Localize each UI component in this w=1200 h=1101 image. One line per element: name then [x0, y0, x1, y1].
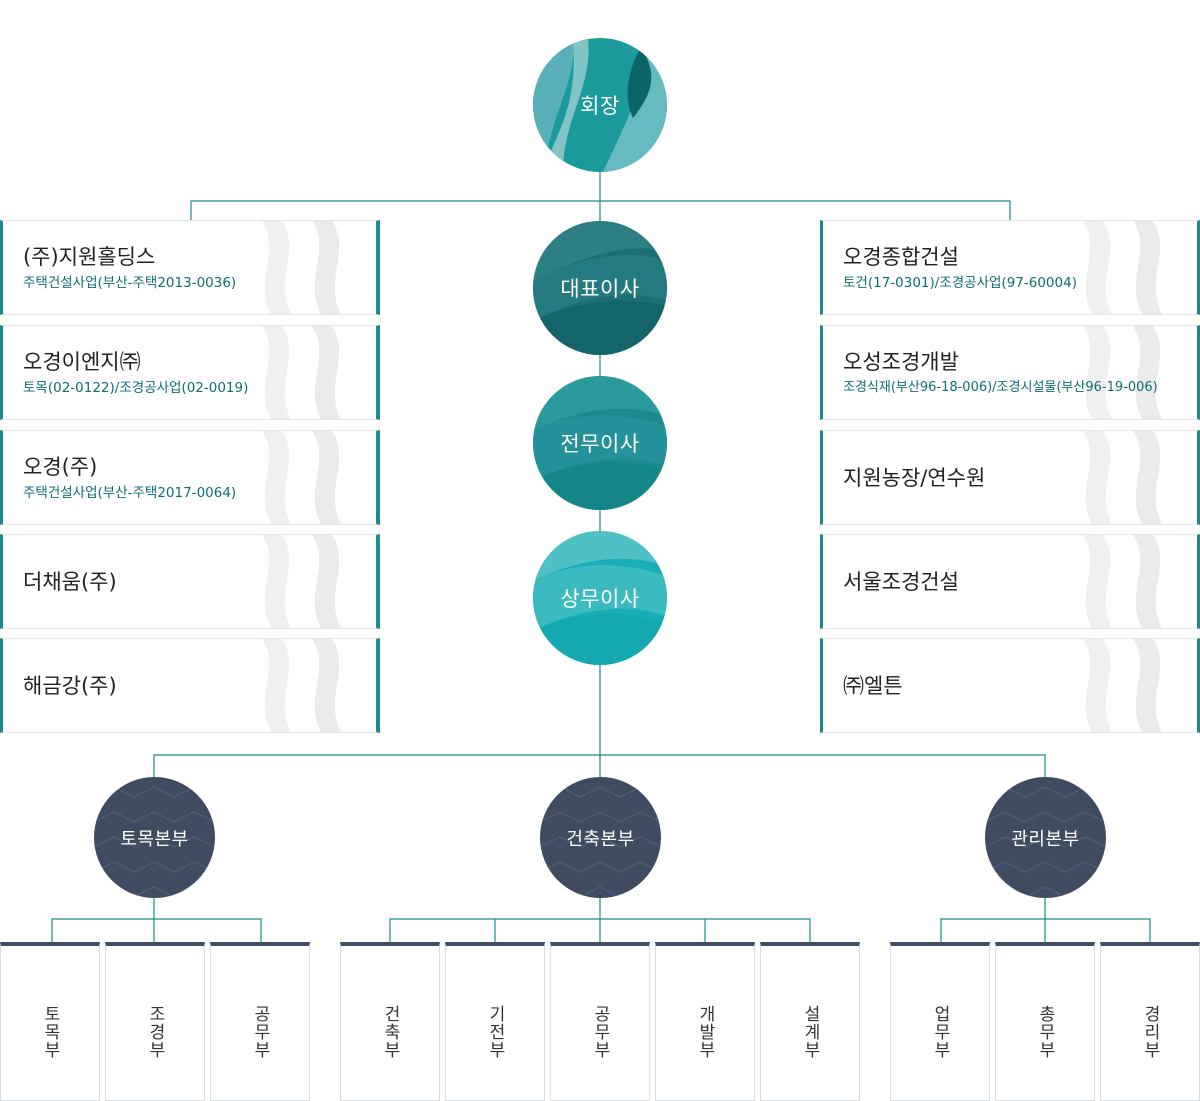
right-company-3: 지원농장/연수원	[820, 430, 1200, 525]
left-company-3: 오경(주) 주택건설사업(부산-주택2017-0064)	[0, 430, 380, 525]
dept-label: 기전부	[485, 1005, 505, 1059]
division-label: 토목본부	[120, 828, 189, 850]
right-company-5: ㈜엘튼	[820, 638, 1200, 733]
dept-mechanical-electrical: 기전부	[445, 942, 545, 1101]
dept-design: 설계부	[760, 942, 860, 1101]
dept-civil-public-works: 공무부	[210, 942, 310, 1101]
ceo-node: 대표이사	[533, 221, 667, 355]
division-civil-node: 토목본부	[94, 777, 215, 898]
hexagon-pattern	[540, 786, 661, 898]
dept-label: 공무부	[590, 1005, 610, 1059]
division-label: 관리본부	[1011, 828, 1080, 850]
dept-general-affairs: 총무부	[995, 942, 1095, 1101]
md-pattern	[533, 531, 667, 665]
ceo-label: 대표이사	[560, 277, 640, 301]
left-company-4: 더채움(주)	[0, 534, 380, 629]
dept-label: 총무부	[1035, 1005, 1055, 1059]
wave-watermark-icon	[1083, 221, 1163, 314]
senior-md-label: 전무이사	[560, 432, 640, 456]
chairman-pattern	[533, 38, 667, 172]
company-license: 주택건설사업(부산-주택2017-0064)	[23, 484, 237, 501]
company-name: 지원농장/연수원	[843, 465, 986, 490]
chairman-node: 회장	[533, 38, 667, 172]
dept-label: 업무부	[930, 1005, 950, 1059]
dept-accounting: 경리부	[1100, 942, 1200, 1101]
dept-label: 조경부	[145, 1005, 165, 1059]
division-management-node: 관리본부	[985, 777, 1106, 898]
dept-operations: 업무부	[890, 942, 990, 1101]
left-company-1: (주)지원홀딩스 주택건설사업(부산-주택2013-0036)	[0, 220, 380, 315]
dept-label: 공무부	[250, 1005, 270, 1059]
company-license: 주택건설사업(부산-주택2013-0036)	[23, 274, 237, 291]
company-name: (주)지원홀딩스	[23, 244, 156, 269]
company-license: 토건(17-0301)/조경공사업(97-60004)	[843, 274, 1077, 291]
company-name: 더채움(주)	[23, 569, 117, 594]
hexagon-pattern	[94, 786, 215, 898]
md-label: 상무이사	[560, 587, 640, 611]
company-name: 오성조경개발	[843, 349, 959, 374]
left-company-5: 해금강(주)	[0, 638, 380, 733]
md-node: 상무이사	[533, 531, 667, 665]
division-label: 건축본부	[566, 828, 635, 850]
division-architecture-node: 건축본부	[540, 777, 661, 898]
hexagon-pattern	[985, 786, 1106, 898]
wave-watermark-icon	[1083, 639, 1163, 732]
wave-watermark-icon	[262, 639, 342, 732]
company-name: 오경종합건설	[843, 244, 959, 269]
wave-watermark-icon	[1083, 431, 1163, 524]
wave-watermark-icon	[1083, 326, 1163, 419]
company-name: 서울조경건설	[843, 569, 959, 594]
dept-arch-public-works: 공무부	[550, 942, 650, 1101]
wave-watermark-icon	[1083, 535, 1163, 628]
dept-label: 건축부	[380, 1005, 400, 1059]
right-company-1: 오경종합건설 토건(17-0301)/조경공사업(97-60004)	[820, 220, 1200, 315]
dept-label: 설계부	[800, 1005, 820, 1059]
company-license: 조경식재(부산96-18-006)/조경시설물(부산96-19-006)	[843, 379, 1158, 395]
dept-label: 개발부	[695, 1005, 715, 1059]
dept-civil-engineering: 토목부	[0, 942, 100, 1101]
company-name: ㈜엘튼	[843, 673, 903, 698]
wave-watermark-icon	[262, 431, 342, 524]
company-name: 오경이엔지㈜	[23, 349, 141, 374]
right-company-4: 서울조경건설	[820, 534, 1200, 629]
wave-watermark-icon	[262, 535, 342, 628]
ceo-pattern	[533, 221, 667, 355]
company-license: 토목(02-0122)/조경공사업(02-0019)	[23, 379, 249, 396]
dept-label: 토목부	[40, 1005, 60, 1059]
wave-watermark-icon	[262, 326, 342, 419]
company-name: 해금강(주)	[23, 673, 117, 698]
dept-label: 경리부	[1140, 1005, 1160, 1059]
dept-architecture: 건축부	[340, 942, 440, 1101]
company-name: 오경(주)	[23, 454, 98, 479]
left-company-2: 오경이엔지㈜ 토목(02-0122)/조경공사업(02-0019)	[0, 325, 380, 420]
chairman-label: 회장	[580, 94, 620, 118]
senior-md-node: 전무이사	[533, 376, 667, 510]
senior-md-pattern	[533, 376, 667, 510]
dept-development: 개발부	[655, 942, 755, 1101]
right-company-2: 오성조경개발 조경식재(부산96-18-006)/조경시설물(부산96-19-0…	[820, 325, 1200, 420]
wave-watermark-icon	[262, 221, 342, 314]
dept-landscape: 조경부	[105, 942, 205, 1101]
